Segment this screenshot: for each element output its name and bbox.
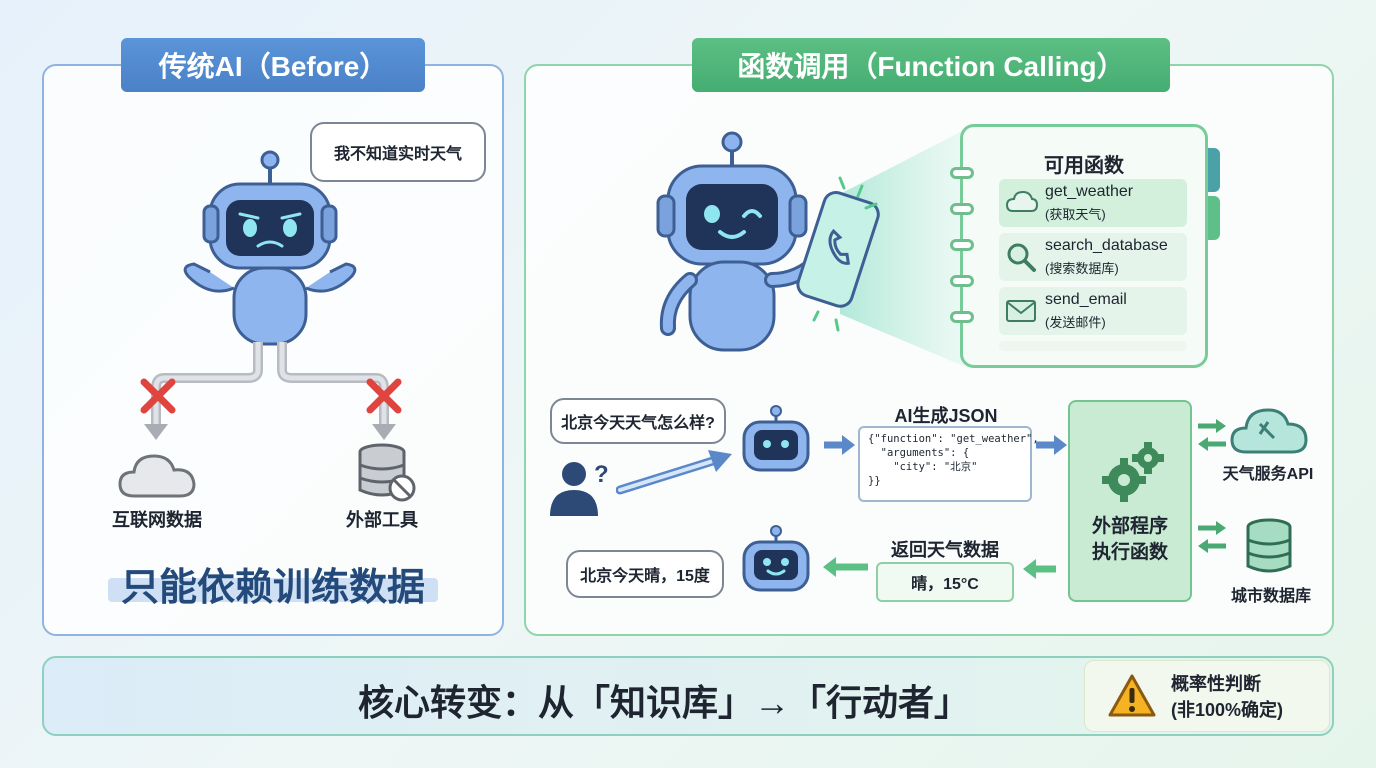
internet-label: 互联网数据 [112, 510, 202, 530]
robot-small-icon [742, 405, 810, 472]
external-program-label: 外部程序 执行函数 [1091, 516, 1168, 563]
svg-text:?: ? [594, 461, 609, 488]
before-speech-bubble: 我不知道实时天气 [310, 122, 486, 182]
error-x-icon [366, 378, 402, 414]
function-item-search-database[interactable]: search_database (搜索数据库) [999, 233, 1187, 281]
user-question-text: 北京今天天气怎么样? [561, 415, 715, 432]
gears-icon [1102, 442, 1164, 502]
user-question-bubble: 北京今天天气怎么样? [550, 398, 726, 444]
warning-box: 概率性判断 (非100%确定) [1084, 660, 1330, 732]
json-title: AI生成JSON [894, 406, 998, 426]
before-conclusion: 只能依赖训练数据 [120, 567, 425, 609]
before-speech-text: 我不知道实时天气 [333, 146, 462, 163]
confused-robot-icon [183, 150, 357, 346]
notebook-tab [1206, 148, 1220, 192]
json-line: {"function": "get_weather", [868, 433, 1039, 445]
notebook-ring [950, 311, 974, 323]
before-tag: 传统AI（Before） [121, 38, 425, 92]
robot-small-happy-icon [742, 525, 810, 592]
function-item-get-weather[interactable]: get_weather (获取天气) [999, 179, 1187, 227]
return-value-box: 晴，15°C [876, 562, 1014, 602]
warning-line: (非100%确定) [1171, 700, 1284, 720]
weather-api-label: 天气服务API [1222, 466, 1314, 483]
json-line: "arguments": { [868, 447, 970, 459]
cloud-icon [118, 454, 196, 498]
arrow-to-robot [616, 450, 732, 495]
answer-text: 北京今天晴，15度 [580, 568, 710, 585]
notebook-tab [1206, 196, 1220, 240]
function-desc: (获取天气) [1045, 207, 1106, 222]
exchange-arrows-icon [1198, 419, 1226, 451]
function-name: send_email [1045, 291, 1127, 308]
notebook-ring [950, 167, 974, 179]
weather-cloud-icon [1230, 408, 1308, 454]
tools-label: 外部工具 [346, 510, 418, 530]
error-x-icon [140, 378, 176, 414]
external-program-box: 外部程序 执行函数 [1068, 400, 1192, 602]
json-line: "city": "北京" [868, 461, 978, 473]
function-item-send-email[interactable]: send_email (发送邮件) [999, 287, 1187, 335]
function-desc: (发送邮件) [1045, 315, 1106, 330]
magnifier-icon [1007, 243, 1036, 272]
functions-notebook: 可用函数 get_weather (获取天气) search_database … [950, 124, 1208, 368]
city-db-label: 城市数据库 [1230, 588, 1311, 605]
warning-icon [1108, 674, 1156, 717]
core-shift-text: 核心转变：从「知识库」→「行动者」 [358, 682, 971, 723]
json-payload: {"function": "get_weather", "arguments":… [858, 426, 1039, 502]
arrow-left-icon [1023, 559, 1056, 579]
notebook-ring [950, 275, 974, 287]
notebook-ring [950, 239, 974, 251]
json-line: }} [868, 475, 881, 487]
user-question-icon: ? [550, 461, 609, 516]
projection-beam [840, 128, 968, 368]
cloud-icon [1005, 190, 1039, 212]
answer-bubble: 北京今天晴，15度 [566, 550, 724, 598]
blocked-pipes [144, 342, 396, 440]
exchange-arrows-icon [1198, 521, 1226, 553]
function-name: search_database [1045, 237, 1168, 254]
function-name: get_weather [1045, 183, 1134, 200]
arrow-right-icon [824, 435, 855, 455]
notebook-ring [950, 203, 974, 215]
warning-line: 概率性判断 [1171, 674, 1261, 694]
warning-text: 概率性判断 (非100%确定) [1171, 671, 1283, 723]
database-icon [1246, 518, 1292, 573]
return-value: 晴，15°C [911, 576, 979, 593]
return-title: 返回天气数据 [891, 540, 999, 560]
after-tag: 函数调用（Function Calling） [692, 38, 1170, 92]
functions-title: 可用函数 [1044, 155, 1124, 177]
envelope-icon [1006, 300, 1036, 322]
arrow-right-icon [1036, 435, 1067, 455]
function-desc: (搜索数据库) [1045, 261, 1119, 276]
arrow-left-icon [823, 557, 868, 577]
conclusion-highlight [108, 578, 438, 602]
database-blocked-icon [358, 443, 416, 502]
happy-robot-icon [656, 131, 880, 352]
function-item-more [999, 341, 1187, 351]
